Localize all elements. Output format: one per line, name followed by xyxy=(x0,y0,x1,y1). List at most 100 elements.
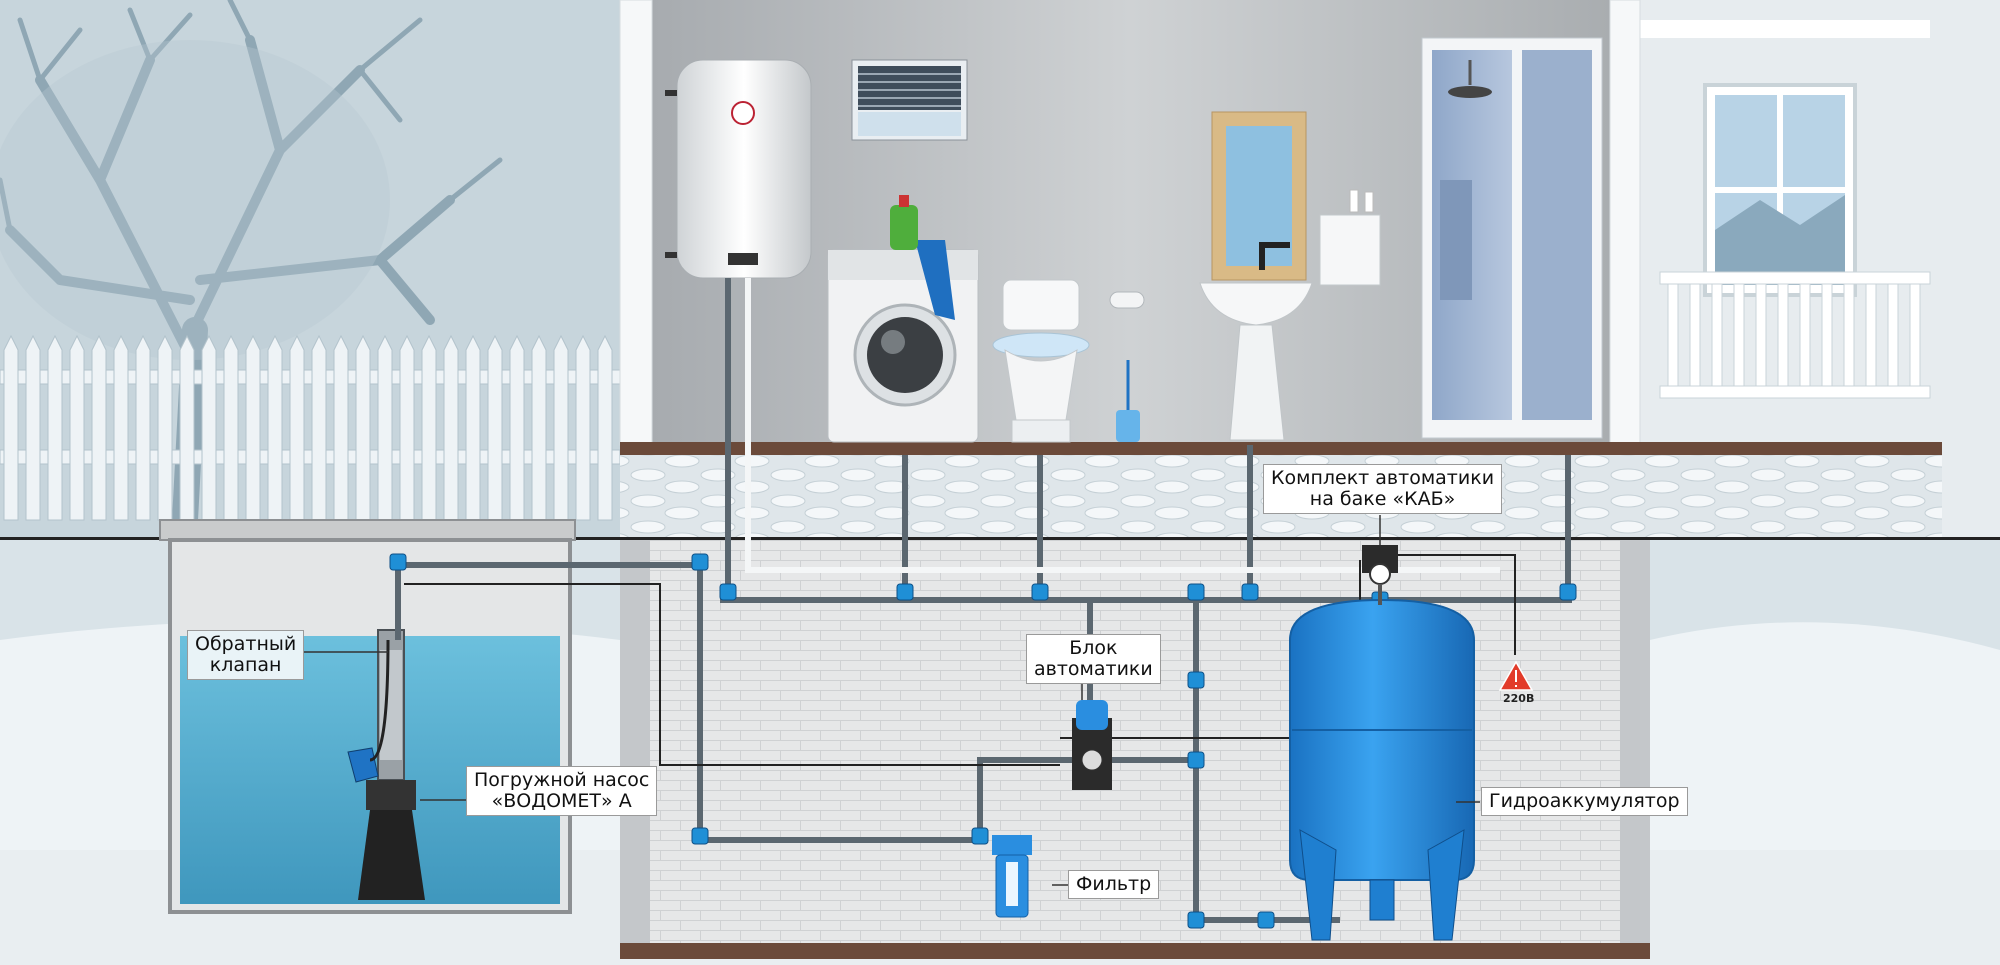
pipe-fitting xyxy=(971,827,989,845)
fence-picket xyxy=(245,334,261,521)
wall-right-siding xyxy=(1609,0,1641,446)
fence-picket xyxy=(25,334,41,521)
floor-beam xyxy=(620,442,1942,455)
basement-wall-right xyxy=(1620,540,1650,945)
wall-left-siding xyxy=(619,0,653,446)
porch-baluster xyxy=(1909,283,1921,387)
automation-kit-label-line-2: на баке «КАБ» xyxy=(1309,488,1456,510)
voltage-label: 220В xyxy=(1503,692,1535,705)
fence-picket xyxy=(531,334,547,521)
fence-picket xyxy=(553,334,569,521)
fence-picket xyxy=(377,334,393,521)
toilet-brush-icon xyxy=(1116,360,1140,442)
fence-picket xyxy=(91,334,107,521)
porch-baluster xyxy=(1755,283,1767,387)
hydraulic-accumulator-icon xyxy=(1289,598,1475,941)
fence-picket xyxy=(289,334,305,521)
filter-icon xyxy=(992,835,1032,918)
basement-wall-left xyxy=(620,540,650,945)
pipe-fitting xyxy=(1187,583,1205,601)
fence-picket xyxy=(47,334,63,521)
porch-baluster xyxy=(1777,283,1789,387)
shower-cabin-icon xyxy=(1421,37,1603,439)
warning-icon xyxy=(1498,660,1534,691)
porch-baluster xyxy=(1865,283,1877,387)
accumulator-label: Гидроаккумулятор xyxy=(1481,787,1688,816)
ground-line xyxy=(0,537,2000,540)
fence-picket xyxy=(223,334,239,521)
porch-baluster xyxy=(1799,283,1811,387)
toilet-paper-icon xyxy=(1109,291,1145,309)
fence-picket xyxy=(157,334,173,521)
pipe-fitting xyxy=(691,827,709,845)
porch-baluster xyxy=(1667,283,1679,387)
porch-railing xyxy=(1659,271,1931,399)
float-switch-icon xyxy=(347,639,390,783)
fence-picket xyxy=(597,334,613,521)
hot-water-pipes xyxy=(745,278,1500,573)
submersible-pump-label-line-1: Погружной насос xyxy=(474,769,650,791)
toilet-icon xyxy=(992,279,1090,443)
water-heater-icon xyxy=(665,59,812,279)
pipe-fitting xyxy=(1187,671,1205,689)
submersible-pump-icon xyxy=(358,629,425,900)
porch-balusters xyxy=(1667,283,1921,387)
fence-picket xyxy=(179,334,195,521)
filter-label-text: Фильтр xyxy=(1076,873,1152,895)
pipe-fittings xyxy=(389,553,1577,929)
pipe-fitting xyxy=(1257,911,1275,929)
fence-picket xyxy=(443,334,459,521)
basement-floor xyxy=(620,943,1650,959)
porch-baluster xyxy=(1843,283,1855,387)
pipe-fitting xyxy=(1559,583,1577,601)
fence-picket xyxy=(355,334,371,521)
detergent-bottle-icon xyxy=(890,195,918,250)
pipe-fitting xyxy=(691,553,709,571)
pipe-fitting xyxy=(719,583,737,601)
pipe-fitting xyxy=(389,553,407,571)
pipe-fitting xyxy=(896,583,914,601)
pipe-fitting xyxy=(1187,751,1205,769)
shelf-icon xyxy=(1319,189,1381,286)
fence-picket xyxy=(575,334,591,521)
pipe-fitting xyxy=(1031,583,1049,601)
facade-eave xyxy=(1640,20,1930,38)
fence-picket xyxy=(311,334,327,521)
fence-picket xyxy=(113,334,129,521)
pipe-fitting xyxy=(1241,583,1259,601)
fence-picket xyxy=(333,334,349,521)
fence-picket xyxy=(465,334,481,521)
automation-kit-label-line-1: Комплект автоматики xyxy=(1271,467,1495,489)
check-valve-label: Обратный клапан xyxy=(187,630,305,680)
accumulator-label-text: Гидроаккумулятор xyxy=(1489,790,1680,812)
house-facade-window-icon xyxy=(1703,83,1857,297)
automation-kit-label: Комплект автоматики на баке «КАБ» xyxy=(1263,464,1503,514)
submersible-pump-label: Погружной насос «ВОДОМЕТ» А xyxy=(466,766,658,816)
control-unit-label-line-2: автоматики xyxy=(1034,658,1153,680)
sink-icon xyxy=(1199,242,1313,441)
fence-picket xyxy=(509,334,525,521)
porch-baluster xyxy=(1689,283,1701,387)
check-valve-label-line-1: Обратный xyxy=(195,633,297,655)
fence-picket xyxy=(201,334,217,521)
control-unit-label: Блок автоматики xyxy=(1026,634,1161,684)
washing-machine-icon xyxy=(827,240,979,443)
porch-baluster xyxy=(1733,283,1745,387)
tree-crown xyxy=(0,40,390,360)
fence-picket xyxy=(135,334,151,521)
submersible-pump-label-line-2: «ВОДОМЕТ» А xyxy=(491,790,632,812)
fence-picket xyxy=(69,334,85,521)
fence-picket xyxy=(399,334,415,521)
fence-picket xyxy=(421,334,437,521)
porch-baluster xyxy=(1887,283,1899,387)
fence-icon xyxy=(0,369,621,465)
porch-baluster xyxy=(1821,283,1833,387)
fence-picket xyxy=(267,334,283,521)
filter-label: Фильтр xyxy=(1068,870,1160,899)
window-blind-icon xyxy=(851,59,968,141)
control-unit-label-line-1: Блок xyxy=(1069,637,1118,659)
fence-pickets xyxy=(3,334,613,521)
fence-picket xyxy=(3,334,19,521)
pipe-fitting xyxy=(1187,911,1205,929)
